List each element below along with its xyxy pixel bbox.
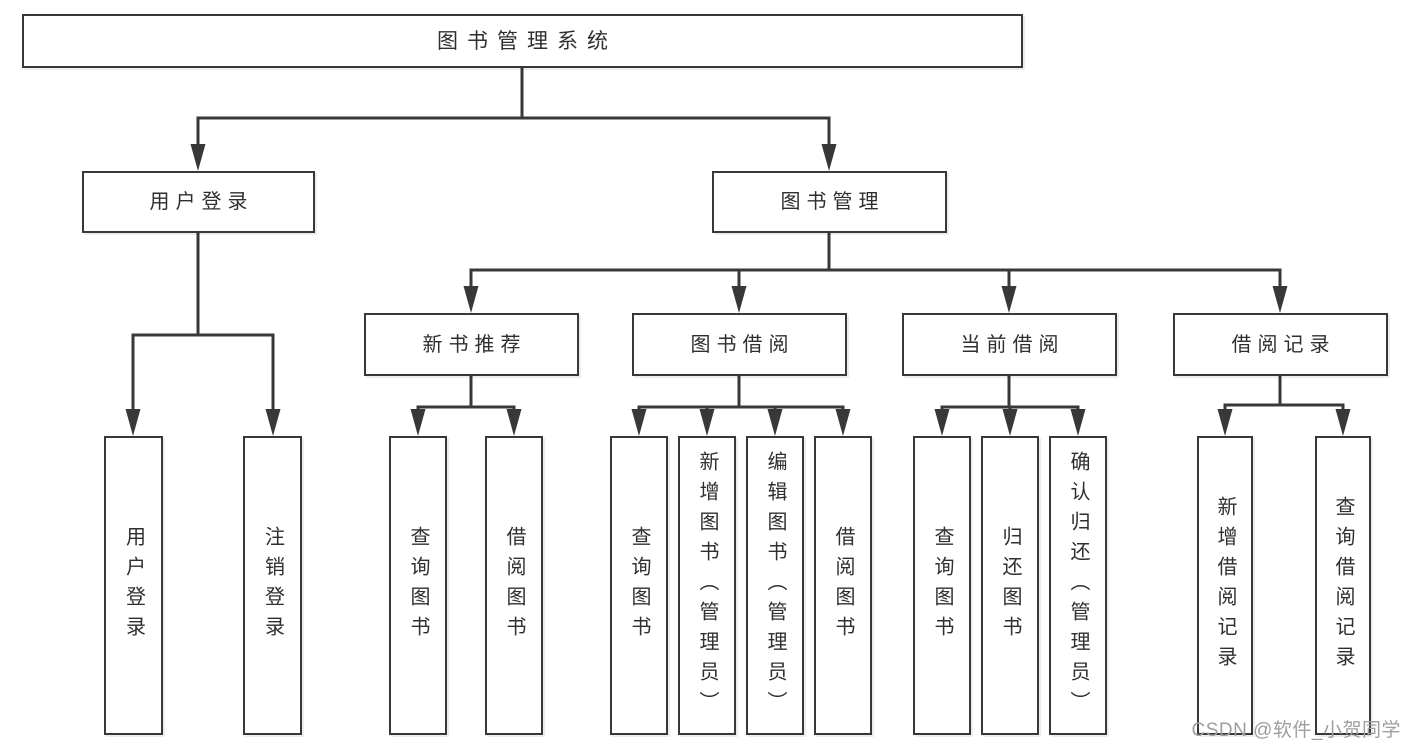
node-book-management: 图书管理 [712,171,947,233]
leaf-user-login: 用户登录 [104,436,163,735]
node-label: 借阅图书 [832,525,854,646]
node-label: 确认归还（管理员） [1067,450,1089,721]
leaf-return-book: 归还图书 [981,436,1039,735]
node-label: 查询图书 [931,525,953,646]
node-label: 当前借阅 [960,333,1065,356]
node-label: 注销登录 [261,525,284,646]
node-label: 用户登录 [149,191,254,213]
leaf-logout: 注销登录 [243,436,302,735]
node-label: 图书借阅 [690,333,795,356]
node-label: 用户登录 [122,525,145,646]
leaf-query-books-current: 查询图书 [913,436,971,735]
node-label: 归还图书 [999,525,1021,646]
node-borrowing-records: 借阅记录 [1173,313,1388,376]
leaf-query-borrow-record: 查询借阅记录 [1315,436,1371,735]
leaf-borrow-books-recommend: 借阅图书 [485,436,543,735]
leaf-query-books-borrowing: 查询图书 [610,436,668,735]
leaf-add-book-admin: 新增图书（管理员） [678,436,736,735]
node-label: 借阅图书 [503,525,525,646]
node-label: 图书管理系统 [437,29,617,53]
node-label: 编辑图书（管理员） [764,450,786,721]
leaf-query-books-recommend: 查询图书 [389,436,447,735]
node-label: 借阅记录 [1231,333,1336,356]
node-label: 新书推荐 [422,333,527,356]
node-new-book-recommend: 新书推荐 [364,313,579,376]
node-library-management-system: 图书管理系统 [22,14,1023,68]
node-label: 查询借阅记录 [1332,495,1354,676]
node-label: 查询图书 [628,525,650,646]
node-label: 图书管理 [780,191,885,213]
node-user-login: 用户登录 [82,171,315,233]
leaf-edit-book-admin: 编辑图书（管理员） [746,436,804,735]
node-current-borrowing: 当前借阅 [902,313,1117,376]
leaf-confirm-return-admin: 确认归还（管理员） [1049,436,1107,735]
node-label: 新增图书（管理员） [696,450,718,721]
leaf-add-borrow-record: 新增借阅记录 [1197,436,1253,735]
node-label: 新增借阅记录 [1214,495,1236,676]
csdn-watermark: CSDN @软件_小贺同学 [1191,720,1401,741]
node-label: 查询图书 [407,525,429,646]
leaf-borrow-books-borrowing: 借阅图书 [814,436,872,735]
node-book-borrowing: 图书借阅 [632,313,847,376]
